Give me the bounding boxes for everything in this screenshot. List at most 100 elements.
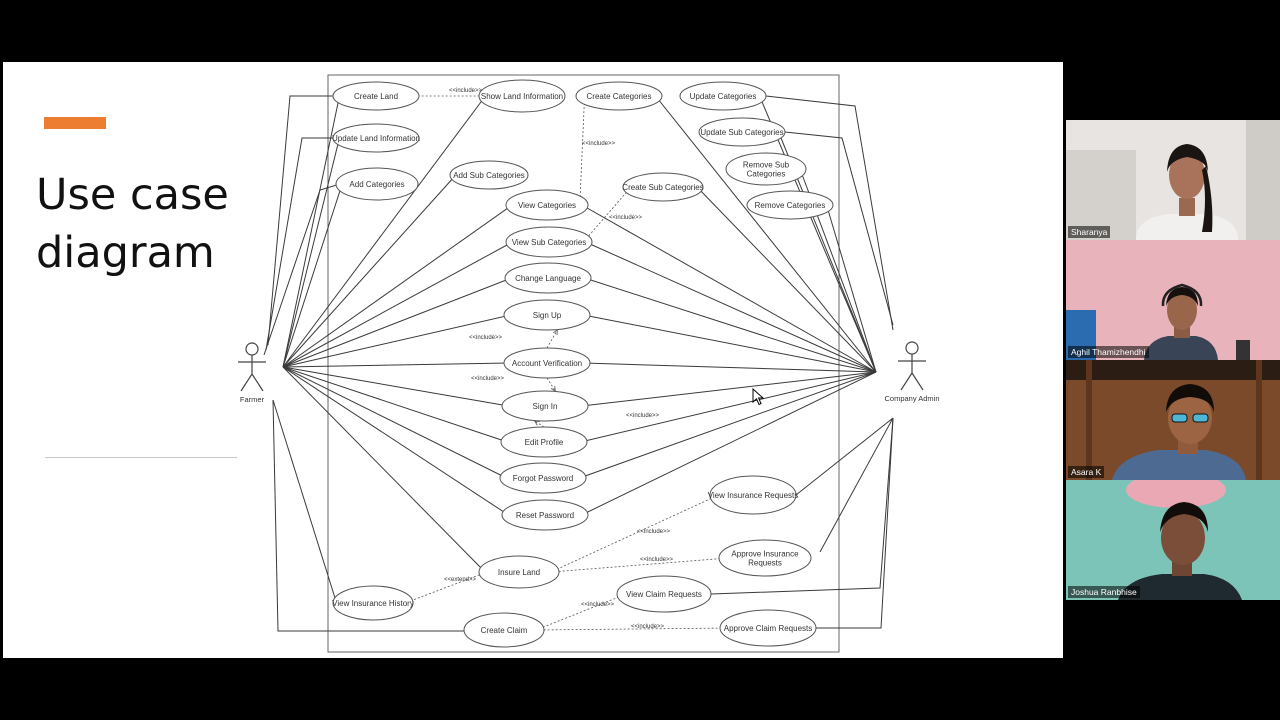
use-case-label: Create Claim bbox=[481, 626, 528, 635]
system-boundary bbox=[327, 74, 840, 653]
use-case-label: Change Language bbox=[515, 274, 581, 283]
use-case-ellipse bbox=[503, 347, 591, 379]
dependency-arrowhead bbox=[533, 420, 540, 426]
association-line bbox=[581, 371, 877, 407]
use-case-update-cat[interactable]: Update Categories bbox=[679, 81, 767, 111]
use-case-create-cat[interactable]: Create Categories bbox=[575, 81, 663, 111]
dependency-line bbox=[535, 593, 627, 631]
use-case-label: Sign In bbox=[533, 402, 558, 411]
association-line bbox=[282, 314, 511, 368]
association-line bbox=[819, 417, 894, 553]
participant-video-tile[interactable]: Aghil Thamizhendhi bbox=[1066, 240, 1280, 360]
association-line bbox=[710, 417, 894, 595]
association-line bbox=[583, 362, 877, 373]
participant-video-tile[interactable]: Asara K bbox=[1066, 360, 1280, 480]
use-case-ellipse bbox=[335, 167, 419, 201]
association-line bbox=[580, 371, 877, 443]
use-case-ellipse bbox=[575, 81, 663, 111]
use-case-view-sub[interactable]: View Sub Categories bbox=[505, 226, 593, 258]
use-case-create-claim[interactable]: Create Claim bbox=[463, 612, 545, 648]
association-line bbox=[272, 399, 336, 599]
use-case-ellipse bbox=[501, 390, 589, 422]
use-case-forgot-pw[interactable]: Forgot Password bbox=[499, 462, 587, 494]
dependency-line bbox=[550, 557, 729, 573]
use-case-ellipse bbox=[478, 79, 566, 113]
use-case-label: Add Sub Categories bbox=[453, 171, 525, 180]
use-case-add-cat[interactable]: Add Categories bbox=[335, 167, 419, 201]
use-case-reset-pw[interactable]: Reset Password bbox=[501, 499, 589, 531]
actor-name: Company Admin bbox=[884, 394, 939, 403]
association-line bbox=[585, 241, 877, 373]
association-line bbox=[267, 95, 333, 346]
use-case-ellipse bbox=[501, 499, 589, 531]
participants-panel: Sharanya Aghil Thamizhendhi Asara bbox=[1066, 120, 1280, 600]
participant-video-tile[interactable]: Sharanya bbox=[1066, 120, 1280, 240]
use-case-add-sub[interactable]: Add Sub Categories bbox=[449, 160, 529, 190]
use-case-sign-in[interactable]: Sign In bbox=[501, 390, 589, 422]
relation-label: <<extend>> bbox=[444, 577, 477, 583]
use-case-show-land[interactable]: Show Land Information bbox=[478, 79, 566, 113]
use-case-label: View Insurance History bbox=[332, 599, 414, 608]
actor-head-icon bbox=[905, 341, 919, 355]
participant-video-tile[interactable]: Joshua Ranbhise bbox=[1066, 480, 1280, 600]
use-case-update-land[interactable]: Update Land Information bbox=[332, 123, 420, 153]
use-case-insure-land[interactable]: Insure Land bbox=[478, 555, 560, 589]
use-case-ellipse bbox=[746, 190, 834, 220]
use-case-create-land[interactable]: Create Land bbox=[332, 81, 420, 111]
slide-title: Use case diagram bbox=[36, 170, 229, 278]
use-case-update-sub[interactable]: Update Sub Categories bbox=[698, 117, 786, 147]
admin-actor[interactable]: Company Admin bbox=[884, 341, 940, 403]
use-case-ellipse bbox=[505, 226, 593, 258]
use-case-label: View Claim Requests bbox=[626, 590, 702, 599]
relation-label: <<include>> bbox=[469, 335, 503, 341]
use-case-ellipse bbox=[504, 262, 592, 294]
use-case-label: Update Land Information bbox=[332, 134, 420, 143]
association-line bbox=[795, 417, 894, 496]
dependency-line bbox=[546, 377, 556, 392]
dependency-line bbox=[583, 186, 632, 243]
participant-video bbox=[1066, 360, 1280, 480]
use-case-edit-profile[interactable]: Edit Profile bbox=[500, 426, 588, 458]
relation-label: <<include>> bbox=[582, 141, 616, 147]
use-case-view-ins-req[interactable]: View Insurance Requests bbox=[708, 475, 799, 515]
use-case-label: View Categories bbox=[518, 201, 576, 210]
use-case-ellipse bbox=[709, 475, 797, 515]
farmer-actor[interactable]: Farmer bbox=[238, 342, 266, 404]
association-line bbox=[282, 241, 513, 368]
use-case-view-claim[interactable]: View Claim Requests bbox=[616, 575, 712, 613]
use-case-label: Update Categories bbox=[690, 92, 757, 101]
use-case-view-ins-hist[interactable]: View Insurance History bbox=[332, 585, 414, 621]
participant-name: Sharanya bbox=[1068, 226, 1111, 238]
use-case-change-lang[interactable]: Change Language bbox=[504, 262, 592, 294]
use-case-acc-ver[interactable]: Account Verification bbox=[503, 347, 591, 379]
use-case-ellipse bbox=[332, 585, 414, 621]
use-case-label: Approve Claim Requests bbox=[724, 624, 812, 633]
use-case-ellipse bbox=[503, 299, 591, 331]
use-case-remove-cat[interactable]: Remove Categories bbox=[746, 190, 834, 220]
relation-label: <<include>> bbox=[631, 624, 665, 630]
use-case-label: Forgot Password bbox=[513, 474, 573, 483]
association-line bbox=[282, 366, 509, 516]
dependency-line bbox=[535, 627, 730, 631]
association-line bbox=[282, 174, 457, 368]
use-case-sign-up[interactable]: Sign Up bbox=[503, 299, 591, 331]
association-line bbox=[282, 366, 509, 407]
use-case-ellipse bbox=[332, 123, 420, 153]
association-line bbox=[655, 95, 877, 373]
association-line bbox=[282, 366, 507, 479]
dependency-line bbox=[550, 494, 719, 573]
association-line bbox=[784, 131, 894, 326]
use-case-approve-claim[interactable]: Approve Claim Requests bbox=[719, 609, 817, 647]
title-accent-bar bbox=[44, 117, 106, 129]
use-case-ellipse bbox=[332, 81, 420, 111]
use-case-create-sub[interactable]: Create Sub Categories bbox=[622, 172, 704, 202]
dependency-line bbox=[534, 420, 545, 428]
use-case-view-cat[interactable]: View Categories bbox=[505, 189, 589, 221]
association-line bbox=[583, 314, 877, 373]
use-case-label: Remove Categories bbox=[755, 201, 826, 210]
use-case-label: Update Sub Categories bbox=[700, 128, 783, 137]
use-case-label: Sign Up bbox=[533, 311, 562, 320]
association-line bbox=[282, 277, 512, 368]
